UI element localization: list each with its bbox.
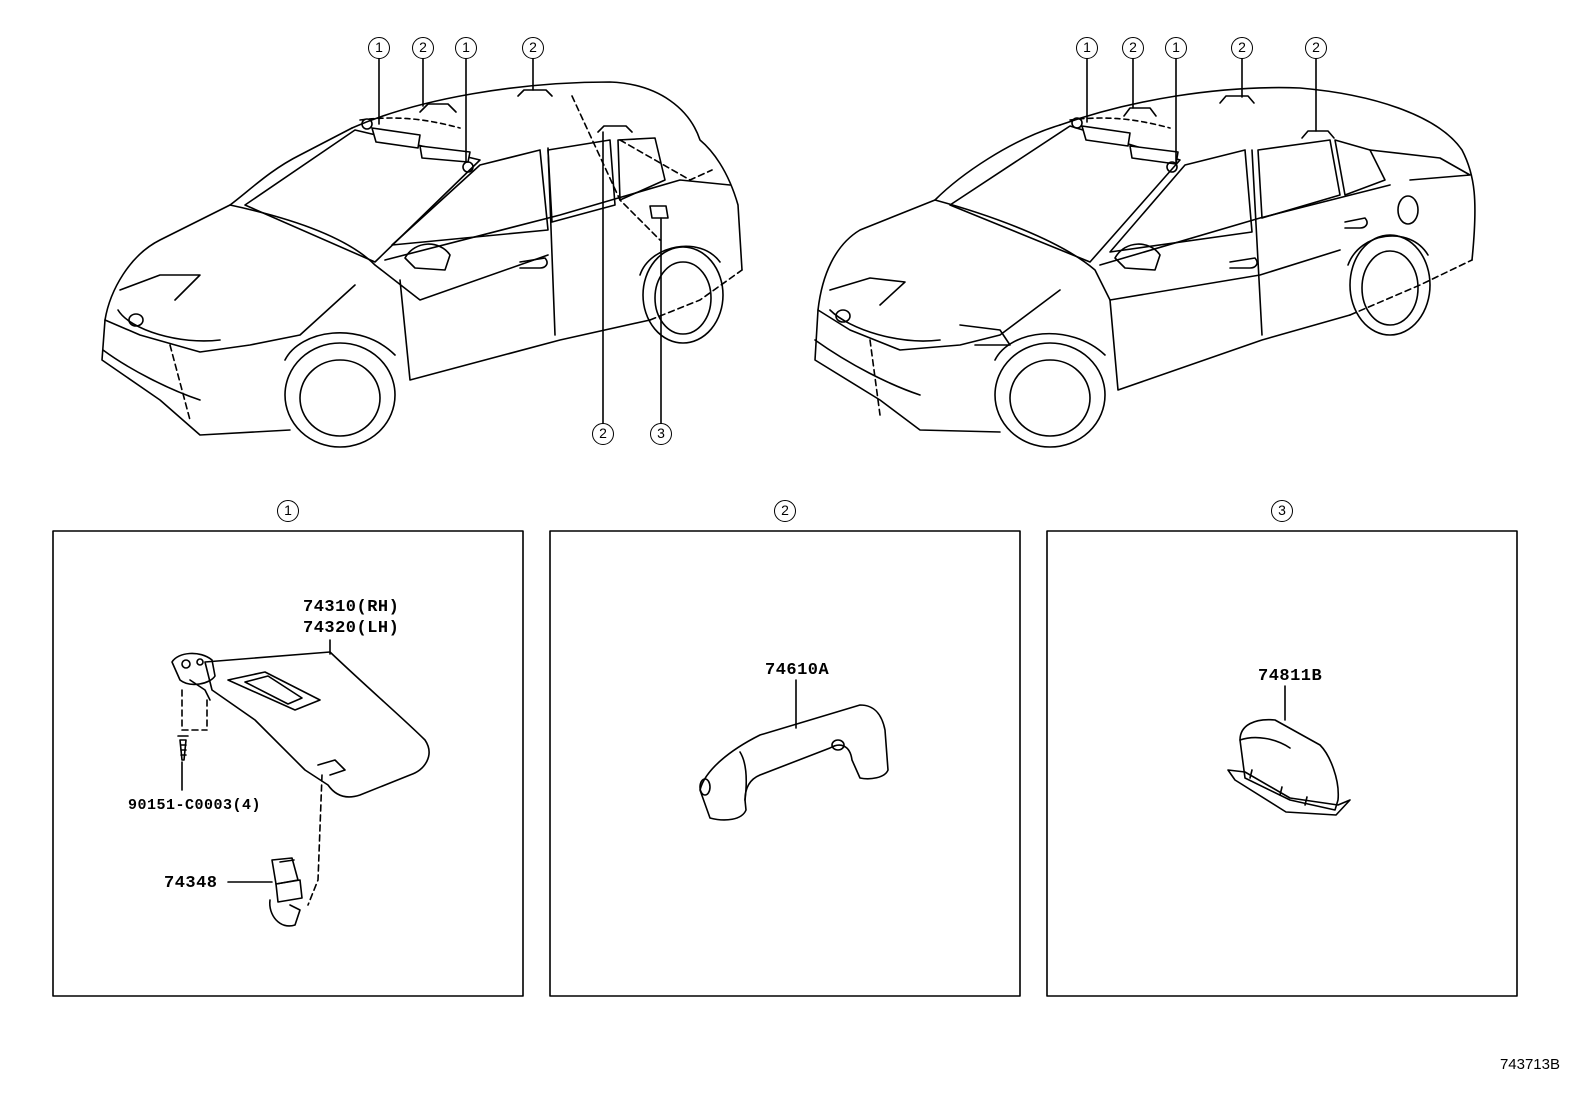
- callout-1: 1: [455, 37, 477, 59]
- callout-2: 2: [1231, 37, 1253, 59]
- callout-1: 1: [1076, 37, 1098, 59]
- hatchback-car-illustration: [101, 81, 743, 448]
- callout-2: 2: [1305, 37, 1327, 59]
- callout-2: 2: [1122, 37, 1144, 59]
- panel-3-frame: [1046, 530, 1518, 997]
- callout-1: 1: [1165, 37, 1187, 59]
- part-label-74811B: 74811B: [1258, 667, 1323, 686]
- part-label-74610A: 74610A: [765, 661, 830, 680]
- panel-3-callout: 3: [1271, 500, 1293, 522]
- assist-grip-drawing: [699, 704, 889, 821]
- panel-1-frame: [52, 530, 524, 997]
- panel-2-frame: [549, 530, 1021, 997]
- sun-visor-drawing: [171, 651, 430, 927]
- panel-2-callout: 2: [774, 500, 796, 522]
- panel-1-callout: 1: [277, 500, 299, 522]
- part-label-74348: 74348: [164, 874, 218, 893]
- callout-2: 2: [412, 37, 434, 59]
- sedan-car-illustration: [814, 86, 1476, 448]
- left-car-leaders: [378, 58, 662, 424]
- callout-2: 2: [522, 37, 544, 59]
- part-label-74310: 74310(RH): [303, 598, 400, 617]
- callout-2: 2: [592, 423, 614, 445]
- callout-3: 3: [650, 423, 672, 445]
- coat-hook-drawing: [1227, 718, 1351, 816]
- part-label-90151: 90151-C0003(4): [128, 797, 262, 814]
- right-car-leaders: [1086, 58, 1317, 165]
- diagram-reference-code: 743713B: [1499, 1056, 1560, 1073]
- part-label-74320: 74320(LH): [303, 619, 400, 638]
- callout-1: 1: [368, 37, 390, 59]
